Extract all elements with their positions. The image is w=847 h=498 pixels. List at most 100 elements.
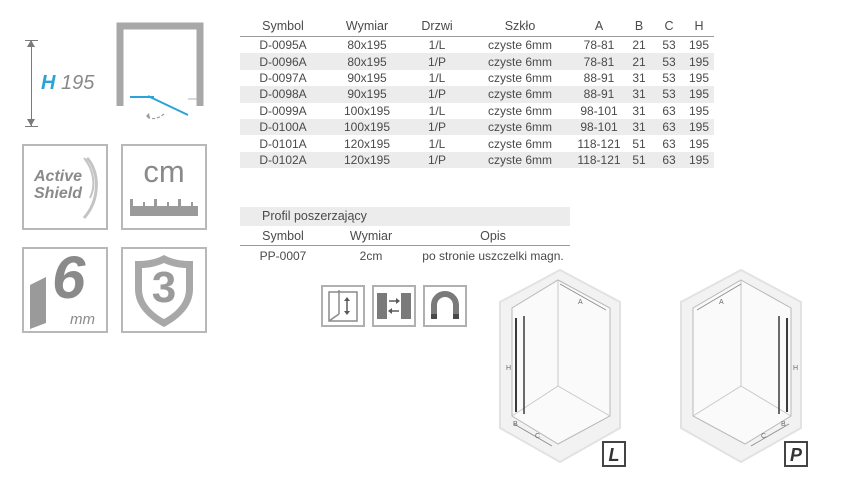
table-row: D-0097A 90x195 1/L czyste 6mm 88-91 31 5… bbox=[240, 70, 714, 86]
glass-thickness-number: 6 bbox=[52, 244, 86, 311]
cell-a: 88-91 bbox=[574, 86, 624, 103]
dimension-a-label: A bbox=[719, 299, 724, 306]
active-shield-line2: Shield bbox=[34, 185, 83, 202]
cell-wymiar: 80x195 bbox=[347, 38, 387, 53]
profile-section: Profil poszerzający Symbol Wymiar Opis P… bbox=[240, 207, 570, 266]
cell-drzwi: 1/P bbox=[408, 151, 466, 169]
dimension-c-label: C bbox=[761, 433, 766, 440]
dimension-b-label: B bbox=[781, 421, 786, 428]
cell-a: 118-121 bbox=[574, 151, 624, 169]
cell-b: 51 bbox=[624, 151, 654, 169]
cell-b: 31 bbox=[632, 103, 646, 118]
cell-b: 21 bbox=[624, 53, 654, 70]
warranty-shield-icon: 3 bbox=[121, 247, 207, 333]
cell-b: 21 bbox=[632, 38, 646, 53]
door-plan-icon bbox=[116, 22, 204, 120]
cell-b: 31 bbox=[624, 86, 654, 103]
cell-h: 195 bbox=[688, 38, 710, 53]
cell-a: 88-91 bbox=[583, 70, 615, 85]
header-symbol: Symbol bbox=[240, 226, 326, 246]
cell-szklo: czyste 6mm bbox=[487, 38, 552, 53]
header-a: A bbox=[574, 16, 624, 37]
cell-drzwi: 1/L bbox=[428, 38, 446, 53]
header-wymiar: Wymiar bbox=[326, 226, 416, 246]
dimension-a-label: A bbox=[578, 299, 583, 306]
warranty-number: 3 bbox=[151, 263, 177, 312]
table-row: D-0095A 80x195 1/L czyste 6mm 78-81 21 5… bbox=[240, 37, 714, 54]
header-drzwi: Drzwi bbox=[408, 16, 466, 37]
cell-c: 53 bbox=[662, 38, 676, 53]
height-line bbox=[31, 40, 32, 126]
profile-title: Profil poszerzający bbox=[240, 207, 570, 226]
cell-szklo: czyste 6mm bbox=[487, 136, 552, 151]
cell-drzwi: 1/P bbox=[408, 86, 466, 103]
cell-wymiar: 120x195 bbox=[326, 151, 408, 169]
header-wymiar: Wymiar bbox=[326, 16, 408, 37]
dimension-h-label: H bbox=[506, 365, 511, 372]
height-label: H 195 bbox=[41, 72, 95, 94]
ruler-icon bbox=[130, 199, 198, 216]
glass-thickness-icon: 6 mm bbox=[22, 247, 108, 333]
header-opis: Opis bbox=[416, 226, 570, 246]
cell-drzwi: 1/L bbox=[428, 103, 446, 118]
variant-l-badge: L bbox=[602, 441, 626, 467]
cell-symbol: D-0102A bbox=[240, 151, 326, 169]
cell-symbol: PP-0007 bbox=[259, 249, 307, 263]
cell-wymiar: 100x195 bbox=[326, 118, 408, 136]
cell-wymiar: 100x195 bbox=[343, 103, 391, 118]
cell-symbol: D-0096A bbox=[240, 53, 326, 70]
cell-a: 98-101 bbox=[580, 103, 618, 118]
glass-thickness-unit: mm bbox=[70, 311, 95, 328]
cell-drzwi: 1/P bbox=[408, 118, 466, 136]
cell-szklo: czyste 6mm bbox=[466, 86, 574, 103]
cell-h: 195 bbox=[684, 53, 714, 70]
centimeter-icon: cm bbox=[121, 144, 207, 230]
dimension-c-label: C bbox=[535, 433, 540, 440]
profile-table: Symbol Wymiar Opis PP-0007 2cm po stroni… bbox=[240, 226, 570, 266]
cell-a: 118-121 bbox=[577, 136, 621, 151]
table-row: PP-0007 2cm po stronie uszczelki magn. bbox=[240, 246, 570, 267]
cell-c: 53 bbox=[654, 86, 684, 103]
profile-extension-icon bbox=[372, 285, 416, 327]
cell-wymiar: 80x195 bbox=[326, 53, 408, 70]
table-row: D-0101A 120x195 1/L czyste 6mm 118-121 5… bbox=[240, 135, 714, 151]
cell-symbol: D-0100A bbox=[240, 118, 326, 136]
cell-h: 195 bbox=[684, 151, 714, 169]
cell-b: 31 bbox=[632, 70, 646, 85]
cell-h: 195 bbox=[684, 86, 714, 103]
cell-h: 195 bbox=[688, 103, 710, 118]
variant-p-badge: P bbox=[784, 441, 808, 467]
cell-symbol: D-0098A bbox=[240, 86, 326, 103]
cell-c: 63 bbox=[662, 136, 676, 151]
cell-c: 53 bbox=[662, 70, 676, 85]
cell-opis: po stronie uszczelki magn. bbox=[422, 249, 564, 263]
dimension-b-label: B bbox=[513, 421, 518, 428]
header-szklo: Szkło bbox=[466, 16, 574, 37]
active-shield-line1: Active bbox=[34, 168, 83, 185]
active-shield-icon: Active Shield bbox=[22, 144, 108, 230]
table-row: D-0098A 90x195 1/P czyste 6mm 88-91 31 5… bbox=[240, 86, 714, 103]
cell-wymiar: 2cm bbox=[359, 249, 383, 263]
spec-table: Symbol Wymiar Drzwi Szkło A B C H D-0095… bbox=[240, 16, 714, 169]
profile-table-header: Symbol Wymiar Opis bbox=[240, 226, 570, 246]
cell-h: 195 bbox=[688, 136, 710, 151]
cell-b: 51 bbox=[632, 136, 646, 151]
header-b: B bbox=[624, 16, 654, 37]
cell-szklo: czyste 6mm bbox=[466, 151, 574, 169]
cell-wymiar: 90x195 bbox=[326, 86, 408, 103]
header-h: H bbox=[684, 16, 714, 37]
table-row: D-0096A 80x195 1/P czyste 6mm 78-81 21 5… bbox=[240, 53, 714, 70]
cell-szklo: czyste 6mm bbox=[487, 103, 552, 118]
cell-b: 31 bbox=[624, 118, 654, 136]
table-row: D-0100A 100x195 1/P czyste 6mm 98-101 31… bbox=[240, 118, 714, 136]
door-swing-icon bbox=[321, 285, 365, 327]
cell-drzwi: 1/L bbox=[428, 70, 446, 85]
cell-c: 63 bbox=[662, 103, 676, 118]
cell-c: 63 bbox=[654, 118, 684, 136]
cell-c: 63 bbox=[654, 151, 684, 169]
cell-szklo: czyste 6mm bbox=[487, 70, 552, 85]
cell-a: 98-101 bbox=[574, 118, 624, 136]
header-c: C bbox=[654, 16, 684, 37]
cell-a: 78-81 bbox=[583, 38, 615, 53]
cell-h: 195 bbox=[684, 118, 714, 136]
